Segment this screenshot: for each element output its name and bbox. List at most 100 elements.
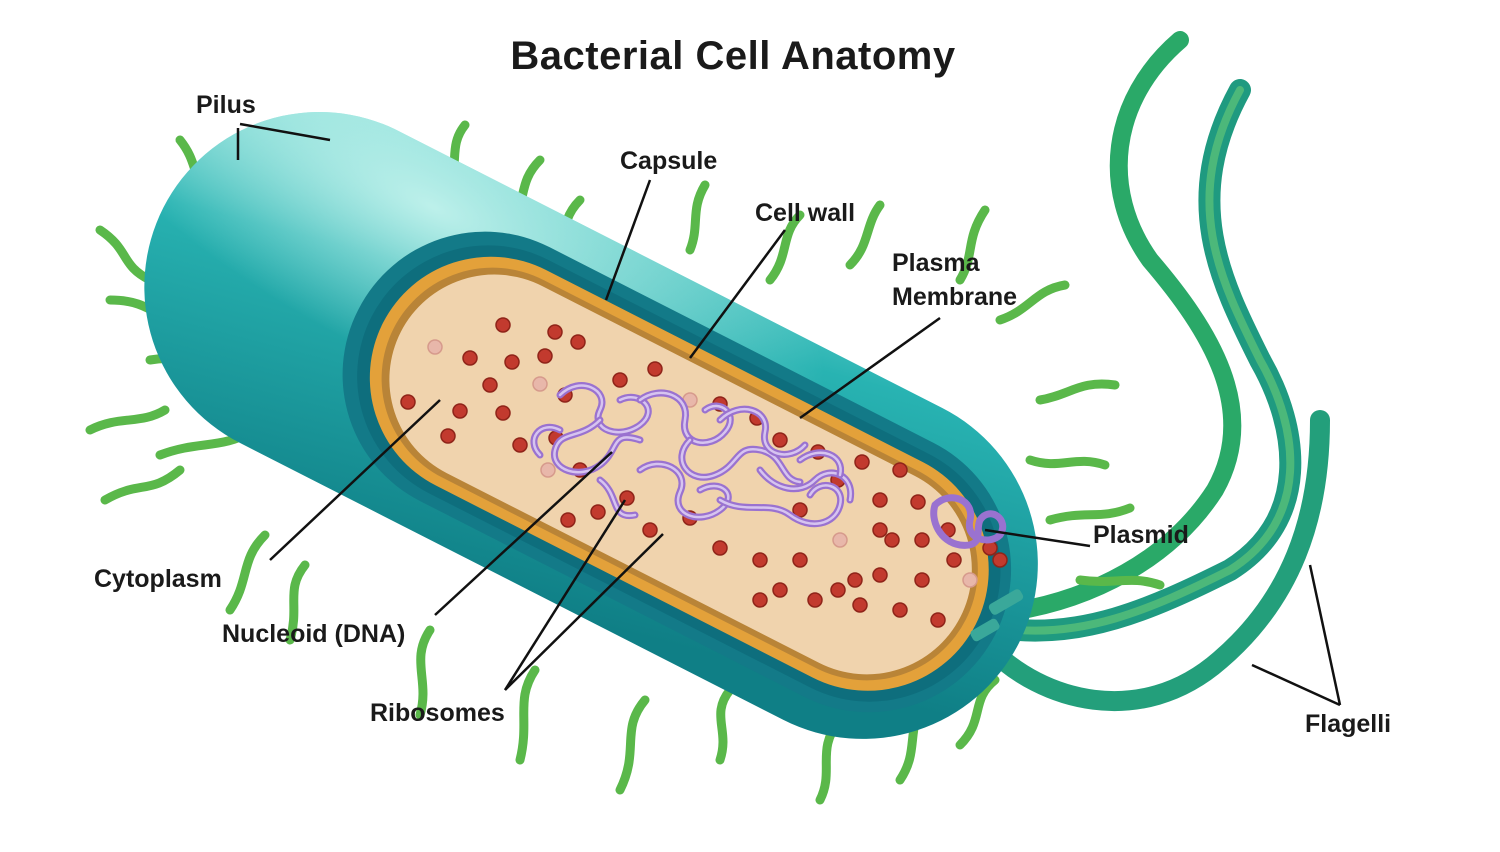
label-plasma: Plasma: [892, 249, 980, 277]
ribosome: [570, 334, 586, 350]
pilus-strand: [85, 405, 170, 435]
ribosome: [752, 592, 768, 608]
ribosome: [752, 552, 768, 568]
ribosome: [590, 504, 606, 520]
pilus-strand: [515, 665, 540, 765]
ribosome: [792, 502, 808, 518]
nucleoid-leader: [434, 451, 613, 616]
ribosome: [830, 582, 846, 598]
ribosome: [884, 532, 900, 548]
flagella-basal-bodies: [970, 589, 1024, 642]
ribosome: [847, 572, 863, 588]
ribosome: [852, 597, 868, 613]
pilus-strand: [845, 200, 885, 270]
pilus-strand: [1025, 455, 1110, 470]
dna-strand-highlight: [798, 451, 842, 477]
pilus-strand: [100, 465, 185, 505]
ribosome: [914, 532, 930, 548]
ribosome: [872, 522, 888, 538]
flagellum-1-highlight: [996, 86, 1295, 635]
dna-strand-highlight: [638, 462, 730, 519]
ribosome: [642, 522, 658, 538]
flagelli-leader-2: [1251, 663, 1341, 707]
ribosome: [992, 552, 1008, 568]
pilus-strand: [685, 180, 710, 255]
ribosome: [792, 552, 808, 568]
ribosome: [427, 339, 443, 355]
pilus-strand: [955, 205, 990, 285]
ribosome: [872, 492, 888, 508]
ribosome: [532, 376, 548, 392]
label-pilus: Pilus: [196, 91, 256, 119]
ribosome: [504, 354, 520, 370]
ribosome: [892, 602, 908, 618]
ribosome: [712, 540, 728, 556]
label-capsule: Capsule: [620, 147, 718, 175]
ribosome: [772, 582, 788, 598]
capsule-leader: [604, 179, 652, 301]
label-plasmid: Plasmid: [1093, 521, 1189, 549]
label-membrane: Membrane: [892, 283, 1018, 311]
plasma-membrane-leader: [799, 316, 941, 420]
ribosome: [807, 592, 823, 608]
ribosome: [540, 462, 556, 478]
ribosome: [914, 572, 930, 588]
dna-strand-highlight: [680, 438, 802, 484]
ribosome: [962, 572, 978, 588]
flagella: [980, 31, 1330, 712]
ribosome: [930, 612, 946, 628]
ribosome: [462, 350, 478, 366]
flagellum-3: [980, 410, 1330, 712]
pilus-strand: [285, 560, 310, 645]
label-nucleoid: Nucleoid (DNA): [222, 620, 406, 648]
pilus-strand: [1075, 575, 1165, 590]
pilus-strand: [765, 210, 805, 285]
ribosome: [647, 361, 663, 377]
pilus-strand: [995, 280, 1070, 325]
plasmid-loop: [930, 494, 1006, 549]
pilus-strand: [955, 675, 1000, 750]
dna-strand-highlight: [758, 468, 852, 502]
dna-strand-highlight: [718, 408, 807, 456]
label-cell-wall: Cell wall: [755, 199, 856, 227]
flagellum-2: [1001, 31, 1242, 621]
label-ribosomes: Ribosomes: [370, 699, 505, 727]
ribosome: [440, 428, 456, 444]
ribosome: [892, 462, 908, 478]
ribosome: [452, 403, 468, 419]
pilus-strand: [1045, 503, 1135, 525]
diagram-title: Bacterial Cell Anatomy: [510, 34, 956, 78]
pilus-strand: [615, 695, 650, 795]
ribosome: [854, 454, 870, 470]
ribosome: [495, 405, 511, 421]
ribosome: [872, 567, 888, 583]
leader-lines: [236, 122, 1342, 707]
dna-strand-highlight: [598, 478, 637, 517]
dna-strand-highlight: [532, 426, 562, 457]
ribosomes-leader-1: [503, 499, 627, 691]
pilus-strand: [1035, 379, 1120, 405]
ribosome: [512, 437, 528, 453]
ribosome: [910, 494, 926, 510]
ribosome: [400, 394, 416, 410]
pilus-leader-2: [239, 122, 331, 142]
ribosome: [832, 532, 848, 548]
cytoplasm-leader: [269, 399, 441, 561]
nucleoid-dna: [530, 382, 855, 528]
label-cytoplasm: Cytoplasm: [94, 565, 222, 593]
ribosome: [560, 512, 576, 528]
ribosome: [946, 552, 962, 568]
pilus-strand: [225, 530, 270, 615]
label-flagelli: Flagelli: [1305, 710, 1392, 738]
dna-strand-highlight: [553, 418, 642, 474]
cell-wall-leader: [688, 229, 787, 359]
pilus-strand: [95, 225, 155, 285]
ribosome: [537, 348, 553, 364]
flagelli-leader-1: [1308, 564, 1342, 706]
pilus-strand: [415, 625, 435, 720]
ribosomes-leader-2: [504, 533, 664, 691]
ribosome: [482, 377, 498, 393]
ribosome: [772, 432, 788, 448]
